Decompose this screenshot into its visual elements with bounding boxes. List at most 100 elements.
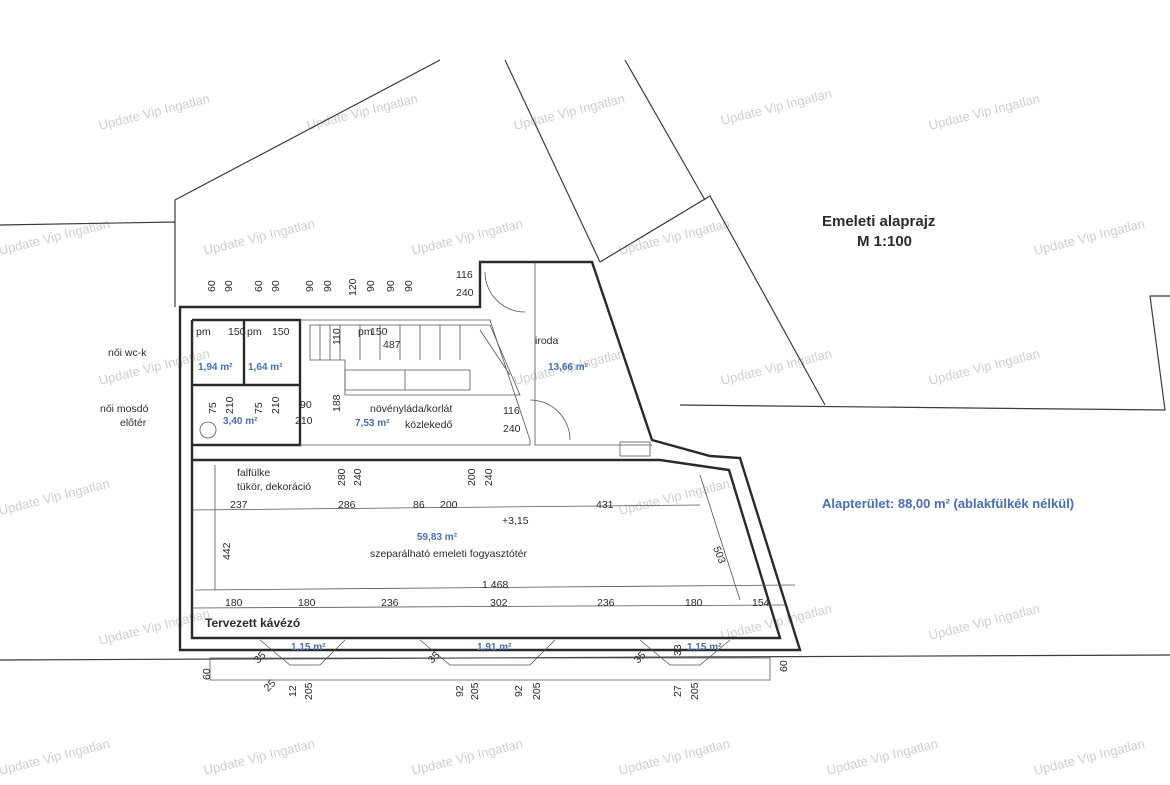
chimney-hatch <box>619 441 651 457</box>
dim-label: 205 <box>531 682 543 700</box>
pm-label: pm <box>196 326 211 338</box>
watermark: Update Vip Ingatlan <box>410 736 524 778</box>
watermark: Update Vip Ingatlan <box>617 736 731 778</box>
watermark: Update Vip Ingatlan <box>0 216 111 258</box>
neighbour-boundary <box>174 59 441 307</box>
dim-label: 60 <box>778 660 790 672</box>
dim-label: 240 <box>352 468 364 486</box>
building-walls <box>178 260 802 681</box>
dim-label: 90 <box>403 280 415 292</box>
watermark: Update Vip Ingatlan <box>927 601 1041 643</box>
corridor-wall <box>300 319 531 446</box>
pm-label: pm <box>247 326 262 338</box>
diagonal-boundary-2 <box>624 59 706 201</box>
office-wall <box>534 262 652 446</box>
label-falfulke: falfülke <box>237 467 270 479</box>
dim-label: 92 <box>454 685 466 697</box>
dim-label: 442 <box>221 542 233 560</box>
dim-label: 35 <box>632 649 649 666</box>
dim-label: 116 <box>503 405 520 417</box>
dim-label: 503 <box>710 545 728 566</box>
area-wc-1: 1,94 m² <box>198 362 233 373</box>
dim-label: 27 <box>672 685 684 697</box>
dim-label: 240 <box>503 423 521 435</box>
plan-title: Emeleti alaprajz <box>822 213 935 230</box>
watermark: Update Vip Ingatlan <box>97 606 211 648</box>
label-noi-mosdo: női mosdó <box>100 403 149 415</box>
plan-scale: M 1:100 <box>857 233 912 250</box>
dim-label: 75 <box>207 402 219 414</box>
dim-label: 75 <box>253 402 265 414</box>
dimension-lines <box>191 465 796 609</box>
watermark: Update Vip Ingatlan <box>0 476 111 518</box>
dim-label: 205 <box>303 682 315 700</box>
dim-label: 302 <box>490 597 508 609</box>
label-kozlekedo: közlekedő <box>405 419 452 431</box>
planter <box>344 369 471 391</box>
window-niche-2 <box>419 639 556 666</box>
dim-label: 60 <box>253 280 265 292</box>
watermark: Update Vip Ingatlan <box>97 91 211 133</box>
dim-label: 180 <box>298 597 316 609</box>
dim-label: 431 <box>596 499 614 511</box>
dim-label: 200 <box>440 499 458 511</box>
label-szeparalhato: szeparálható emeleti fogyasztótér <box>370 548 528 560</box>
watermark: Update Vip Ingatlan <box>202 736 316 778</box>
outer-wall <box>178 260 802 652</box>
watermark: Update Vip Ingatlan <box>825 736 939 778</box>
sink-circle <box>199 421 217 439</box>
window-niche-1 <box>259 639 346 666</box>
watermark: Update Vip Ingatlan <box>202 216 316 258</box>
dim-line-row2 <box>191 604 786 609</box>
top-dimensions: 60 90 60 90 90 90 120 90 90 90 116 240 <box>206 269 474 299</box>
dim-label: 12 <box>287 685 299 697</box>
hall-dimensions: 237 286 86 200 431 +3,15 59,83 m² szepar… <box>205 499 770 630</box>
dim-label: 90 <box>270 280 282 292</box>
label-iroda: iroda <box>535 335 559 347</box>
street-front-line <box>0 654 1170 661</box>
site-lines <box>0 59 1170 661</box>
upper-rooms-wall <box>192 318 302 447</box>
dim-label: 188 <box>331 394 343 412</box>
dim-label: 210 <box>224 396 236 414</box>
dim-label: 116 <box>456 269 473 281</box>
dim-label: 205 <box>469 682 481 700</box>
dim-label: 33 <box>672 644 684 656</box>
watermark: Update Vip Ingatlan <box>927 91 1041 133</box>
label-eloter: előtér <box>120 417 147 429</box>
dim-label: 90 <box>300 399 312 411</box>
dim-label: 35 <box>252 649 269 666</box>
floor-area-note: Alapterület: 88,00 m² (ablakfülkék nélkü… <box>822 496 1074 511</box>
dim-label: 237 <box>230 499 248 511</box>
area-wc-2: 1,64 m² <box>248 362 283 373</box>
door-arc-corridor <box>529 399 571 441</box>
dim-line-1468 <box>194 584 796 591</box>
door-arc-office <box>484 271 526 313</box>
label-kavezo: Tervezett kávézó <box>205 616 300 630</box>
street-line <box>0 221 176 226</box>
dim-label: 60 <box>201 668 213 680</box>
dim-label: 150 <box>370 326 388 338</box>
dim-line-row1 <box>191 504 701 511</box>
dim-label: 154 <box>752 597 770 609</box>
diagonal-boundary-1 <box>504 59 601 263</box>
watermark: Update Vip Ingatlan <box>617 476 731 518</box>
neighbour-building-right <box>679 295 1170 411</box>
dim-label: 60 <box>206 280 218 292</box>
dim-label: 110 <box>331 328 343 345</box>
dim-label: 35 <box>426 649 443 666</box>
label-noi-wc: női wc-k <box>108 347 147 359</box>
watermark: Update Vip Ingatlan <box>927 346 1041 388</box>
pm-label: pm <box>358 326 373 338</box>
dim-label: 92 <box>513 685 525 697</box>
dim-label: 286 <box>338 499 356 511</box>
watermark: Update Vip Ingatlan <box>1032 216 1146 258</box>
watermark: Update Vip Ingatlan <box>410 216 524 258</box>
dim-label: 236 <box>597 597 615 609</box>
dim-label: 90 <box>304 280 316 292</box>
dim-label: 90 <box>322 280 334 292</box>
area-mosdo: 3,40 m² <box>223 416 258 427</box>
dim-label: 90 <box>385 280 397 292</box>
dim-label: 1 468 <box>482 579 508 591</box>
